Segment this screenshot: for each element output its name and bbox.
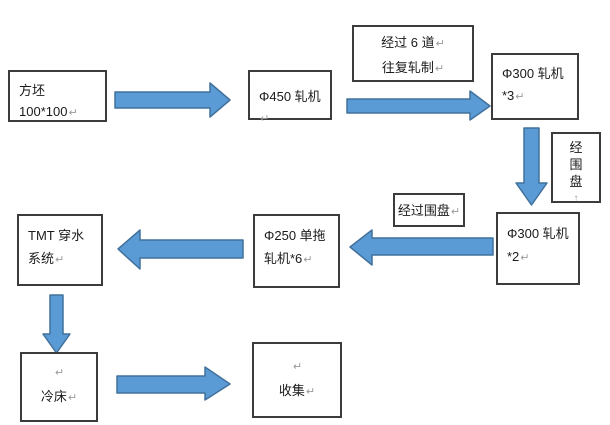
paragraph-mark: ↵ (450, 206, 461, 218)
note-six-passes-line2: 往复轧制 (381, 60, 434, 75)
paragraph-mark: ↵ (68, 107, 78, 119)
node-mill300-x3: Φ300 轧机 *3↵ (491, 53, 579, 120)
note-loop-label: 经过围盘 (397, 203, 450, 218)
paragraph-mark: ↵ (305, 386, 316, 398)
paragraph-mark: ↵ (292, 361, 303, 373)
node-cooling-bed: ↵ 冷床↵ (20, 352, 98, 422)
paragraph-mark: ↵ (303, 254, 313, 266)
paragraph-mark-vertical: ↑ (573, 193, 579, 204)
arrow-mill300x3-to-mill300x2 (515, 127, 548, 206)
arrow-billet-to-mill450 (114, 82, 231, 118)
node-billet: 方坯 100*100↵ (8, 70, 107, 122)
note-six-passes-line1: 经过 6 道 (381, 35, 435, 50)
arrow-mill300x2-to-mill250 (349, 229, 494, 266)
node-tmt: TMT 穿水 系统↵ (17, 214, 103, 286)
node-tmt-line1: TMT 穿水 (28, 228, 85, 243)
node-cooling-bed-label: 冷床 (40, 389, 67, 404)
paragraph-mark: ↵ (260, 113, 270, 125)
node-mill300-x2-line1: Φ300 轧机 (507, 226, 569, 241)
node-collection-label: 收集 (278, 383, 305, 398)
paragraph-mark: ↵ (434, 63, 445, 75)
arrow-coolingbed-to-collection (116, 366, 231, 401)
note-loop-vertical-char1: 经 (569, 140, 583, 155)
note-loop-vertical-char2: 围 (569, 157, 583, 172)
node-billet-label: 方坯 100*100 (19, 83, 68, 119)
note-loop-vertical-char3: 盘 (569, 174, 583, 189)
node-mill300-x3-line2: *3 (502, 88, 515, 103)
node-mill250-line2: 轧机*6 (264, 251, 303, 266)
arrow-mill450-to-mill300x3 (346, 90, 491, 121)
note-loop: 经过围盘↵ (393, 193, 465, 227)
node-mill450-label: Φ450 轧机 (259, 89, 321, 104)
paragraph-mark: ↵ (67, 392, 78, 404)
node-collection: ↵ 收集↵ (252, 342, 342, 418)
node-mill450: Φ450 轧机 ↵ (248, 70, 332, 125)
paragraph-mark: ↵ (55, 254, 65, 266)
node-mill300-x3-line1: Φ300 轧机 (502, 66, 564, 81)
arrow-mill250-to-tmt (117, 229, 244, 270)
note-six-passes: 经过 6 道↵ 往复轧制↵ (352, 25, 474, 82)
arrow-tmt-to-coolingbed (42, 294, 71, 354)
node-mill300-x2: Φ300 轧机 *2↵ (496, 212, 580, 285)
paragraph-mark: ↵ (435, 38, 445, 50)
node-mill250-line1: Φ250 单拖 (264, 228, 326, 243)
paragraph-mark: ↵ (515, 91, 525, 103)
node-mill250: Φ250 单拖 轧机*6↵ (253, 214, 340, 288)
paragraph-mark: ↵ (54, 367, 65, 379)
node-mill300-x2-line2: *2 (507, 249, 520, 264)
paragraph-mark: ↵ (520, 252, 530, 264)
note-loop-vertical: 经 围 盘 ↑ (551, 132, 601, 204)
node-tmt-line2: 系统 (28, 251, 55, 266)
